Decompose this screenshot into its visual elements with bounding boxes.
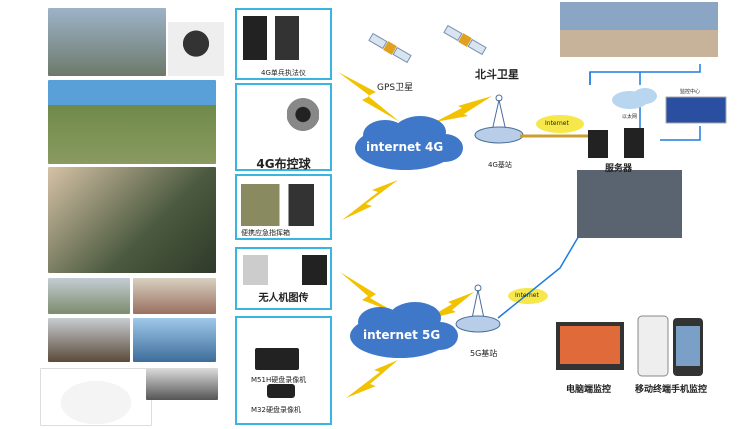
beidou-satellite-icon [443,24,487,56]
photo-command-laptops [48,167,216,273]
bolt-icon [346,360,398,398]
photo-drone-solar [133,318,216,362]
phone-icon [637,315,669,377]
command-box-image [241,184,327,226]
internet-5g-bubble [508,288,548,304]
label-beidou: 北斗卫星 [475,68,519,81]
label-internet-4g: internet 4G [366,140,444,154]
device-box-dvr: M51H硬盘录像机 M32硬盘录像机 [235,316,332,425]
device-box-command: 便携应急指挥箱 [235,174,332,240]
cloud-5g-icon [350,302,458,358]
ethernet-cloud-icon [612,88,657,109]
label-drone: 无人机图传 [258,293,309,304]
label-server: 服务器 [605,164,633,174]
photo-firefighters [48,318,130,362]
device-box-ptz: 4G布控球 [235,83,332,171]
bolt-icon [338,72,400,122]
photo-drone-field [48,278,130,314]
photo-police-cartoon [168,22,224,76]
label-internet-4g-link: Internet [545,120,569,127]
label-ptz: 4G布控球 [256,157,311,171]
label-mobile-monitor: 移动终端手机监控 [635,385,708,395]
bolt-icon [340,272,398,314]
server-rack-photo [577,170,682,238]
label-command-box: 便携应急指挥箱 [241,229,290,237]
label-4g-station: 4G基站 [488,161,512,169]
body-cam-image [243,16,323,60]
server-icon [624,128,644,158]
photo-car-monitor [146,368,218,400]
gps-satellite-icon [368,32,412,64]
label-body-cam: 4G单兵执法仪 [261,69,306,77]
label-internet-5g: internet 5G [363,328,441,342]
label-monitor-center: 监控中心 [680,89,701,95]
tower-5g-icon [455,284,501,333]
device-box-body-cam: 4G单兵执法仪 [235,8,332,80]
label-m51h: M51H硬盘录像机 [251,376,307,384]
label-internet-5g-link: Internet [515,292,539,299]
cloud-4g-icon [355,116,463,170]
label-gps: GPS卫星 [377,83,414,93]
dvr-m51h-image [255,348,299,370]
bolt-icon [435,96,492,122]
ptz-camera-image [287,97,319,147]
label-m32: M32硬盘录像机 [251,406,301,414]
internet-4g-bubble [536,115,584,133]
label-pc-monitor: 电脑端监控 [566,385,612,395]
bolt-icon [342,180,398,220]
photo-police-car [40,368,152,426]
label-ethernet: 以太网 [622,114,638,120]
drone-image [243,255,327,285]
photo-police-officers [48,8,166,76]
video-wall-icon [665,96,727,124]
photo-landscape [133,278,216,314]
dvr-m32-image [267,384,295,398]
photo-field-soldiers [48,80,216,164]
server-icon [588,130,608,158]
device-box-drone: 无人机图传 [235,247,332,310]
label-5g-station: 5G基站 [470,349,498,358]
